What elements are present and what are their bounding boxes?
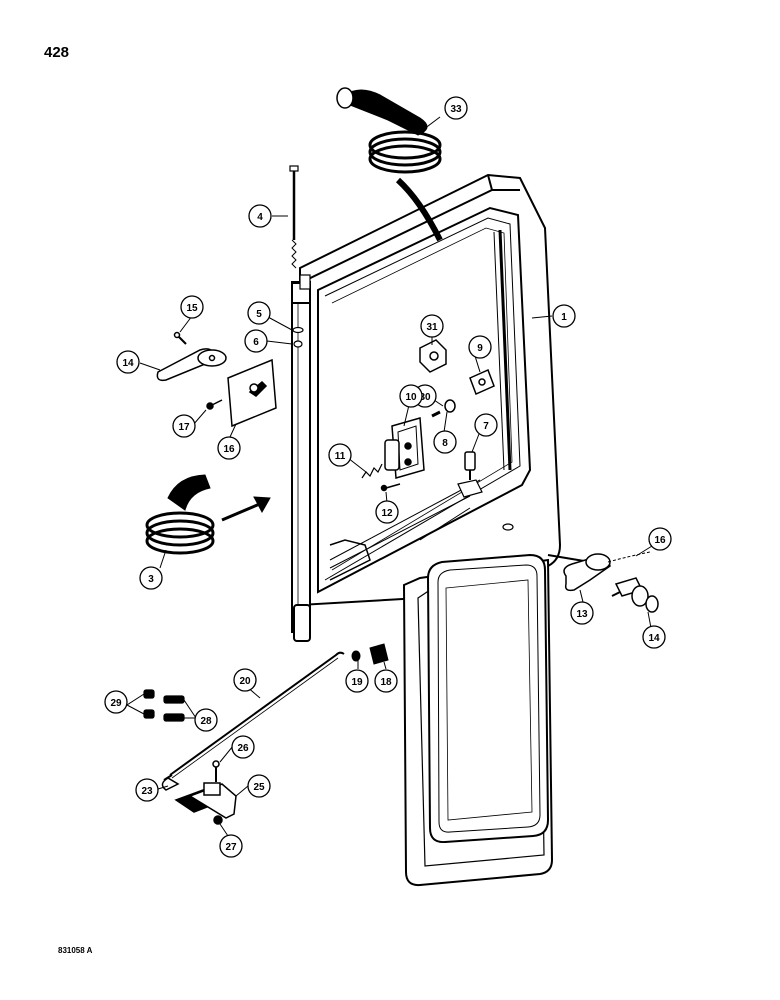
drawing-id: 831058 A (58, 946, 93, 955)
callout-14[interactable]: 14 (642, 625, 666, 649)
svg-text:8: 8 (442, 438, 448, 449)
callout-9[interactable]: 9 (468, 335, 492, 359)
callout-11[interactable]: 11 (328, 443, 352, 467)
svg-text:33: 33 (450, 104, 462, 115)
callouts: 33 1 4 5 6 15 14 17 16 31 9 30 10 7 8 11… (104, 96, 672, 858)
callout-17[interactable]: 16 (217, 436, 241, 460)
svg-text:31: 31 (426, 322, 438, 333)
callout-33[interactable]: 33 (444, 96, 468, 120)
svg-text:3: 3 (148, 574, 154, 585)
callout-7[interactable]: 7 (474, 413, 498, 437)
callout-19[interactable]: 18 (374, 669, 398, 693)
callout-20[interactable]: 19 (345, 669, 369, 693)
svg-text:14: 14 (648, 633, 660, 644)
callout-12[interactable]: 12 (375, 500, 399, 524)
striker-parts (419, 339, 495, 480)
page-number: 428 (44, 44, 70, 61)
callout-3[interactable]: 3 (139, 566, 163, 590)
svg-text:20: 20 (239, 676, 251, 687)
callout-25[interactable]: 25 (247, 774, 271, 798)
svg-text:7: 7 (483, 421, 489, 432)
key-set (611, 577, 659, 613)
control-rod (163, 643, 389, 781)
svg-text:9: 9 (477, 343, 483, 354)
bolts-and-nuts (143, 689, 185, 722)
callout-10[interactable]: 10 (399, 384, 423, 408)
svg-text:16: 16 (223, 444, 235, 455)
svg-text:29: 29 (110, 698, 122, 709)
callout-23[interactable]: 23 (135, 778, 159, 802)
callout-26[interactable]: 26 (231, 735, 255, 759)
svg-text:26: 26 (237, 743, 249, 754)
latch-assembly (361, 417, 425, 492)
callout-21[interactable]: 20 (233, 668, 257, 692)
svg-text:14: 14 (122, 358, 134, 369)
door-seal-roll (145, 474, 271, 555)
callout-16-left[interactable]: 15 (180, 295, 204, 319)
callout-16-right[interactable]: 16 (648, 527, 672, 551)
callout-1[interactable]: 1 (552, 304, 576, 328)
svg-text:16: 16 (654, 535, 666, 546)
lock-mechanism (161, 760, 237, 825)
svg-text:6: 6 (253, 337, 259, 348)
callout-18[interactable]: 17 (172, 414, 196, 438)
svg-text:18: 18 (380, 677, 392, 688)
callout-28[interactable]: 28 (194, 708, 218, 732)
callout-6[interactable]: 6 (244, 329, 268, 353)
svg-text:4: 4 (257, 212, 263, 223)
svg-text:23: 23 (141, 786, 153, 797)
inside-handle (156, 331, 227, 382)
svg-text:28: 28 (200, 716, 212, 727)
svg-text:15: 15 (186, 303, 198, 314)
svg-text:17: 17 (178, 422, 190, 433)
callout-8[interactable]: 8 (433, 430, 457, 454)
svg-text:12: 12 (381, 508, 393, 519)
svg-text:10: 10 (405, 392, 417, 403)
svg-text:30: 30 (419, 392, 431, 403)
svg-text:1: 1 (561, 312, 567, 323)
callout-13[interactable]: 13 (570, 601, 594, 625)
latch-plate (206, 358, 277, 428)
callout-27[interactable]: 27 (219, 834, 243, 858)
callout-31[interactable]: 31 (420, 314, 444, 338)
svg-text:13: 13 (576, 609, 588, 620)
outside-handle (547, 551, 651, 592)
callout-15[interactable]: 14 (116, 350, 140, 374)
svg-text:25: 25 (253, 782, 265, 793)
door-frame (291, 173, 562, 887)
window-seal-roll (336, 87, 443, 242)
svg-text:27: 27 (225, 842, 237, 853)
callout-4[interactable]: 4 (248, 204, 272, 228)
hinge-pin-rod (289, 165, 304, 348)
svg-text:11: 11 (335, 451, 346, 462)
leader-lines (126, 116, 653, 837)
svg-text:19: 19 (351, 677, 363, 688)
callout-29[interactable]: 29 (104, 690, 128, 714)
callout-5[interactable]: 5 (247, 301, 271, 325)
svg-text:5: 5 (256, 309, 262, 320)
